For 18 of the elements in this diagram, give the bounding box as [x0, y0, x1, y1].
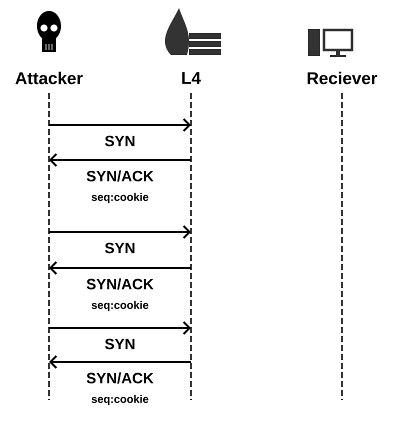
edge-label: SYN/ACK [85, 371, 155, 385]
arrow [49, 118, 191, 132]
edge-label: SYN/ACK [85, 277, 155, 291]
arrow [49, 225, 191, 239]
arrow [49, 261, 191, 275]
edge-note: seq:cookie [90, 192, 150, 204]
edge-label: SYN [104, 242, 136, 254]
arrow [49, 321, 191, 335]
edge-label: SYN [104, 338, 136, 350]
participant-name: Attacker [15, 72, 83, 84]
edge-note: seq:cookie [90, 394, 150, 406]
participant-name: Reciever [308, 72, 378, 84]
edge-note: seq:cookie [90, 300, 150, 312]
arrow [49, 355, 191, 369]
arrow [49, 153, 191, 167]
participant-name: L4 [182, 72, 201, 84]
edge-label: SYN/ACK [85, 169, 155, 183]
edge-label: SYN [104, 134, 136, 148]
